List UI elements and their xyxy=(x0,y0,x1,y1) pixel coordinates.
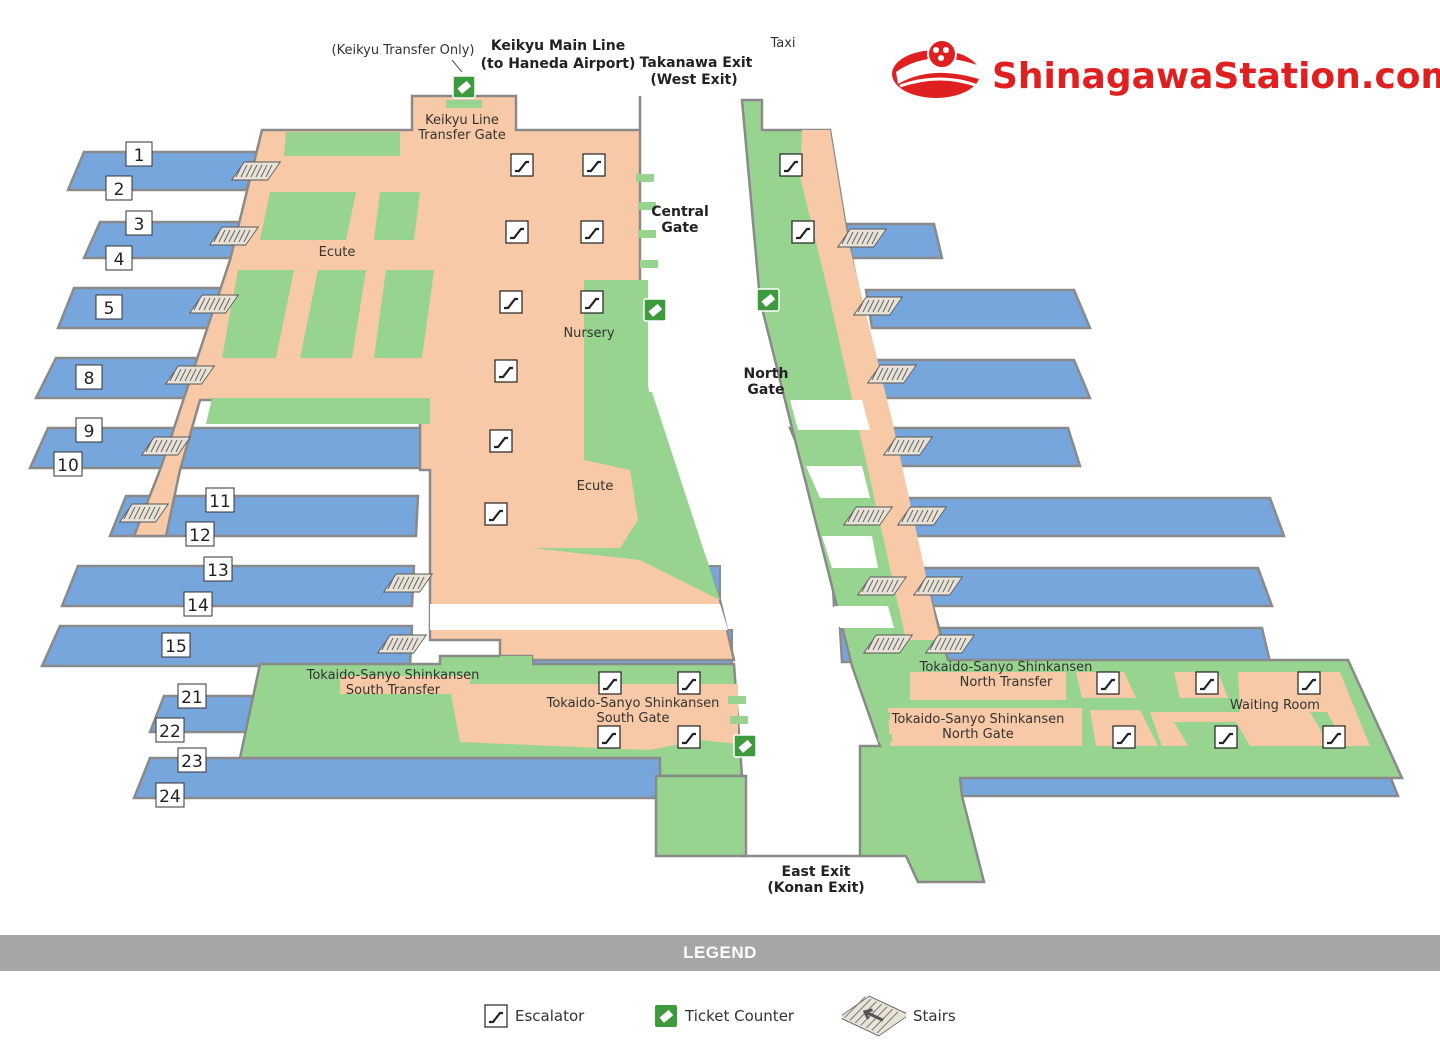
svg-text:1: 1 xyxy=(134,146,145,166)
svg-text:11: 11 xyxy=(209,492,231,512)
platform-numbers: 1 2 3 4 5 8 9 10 11 12 13 14 15 21 22 23… xyxy=(53,141,235,808)
platform-8: 8 xyxy=(75,364,103,390)
svg-text:8: 8 xyxy=(84,369,95,389)
svg-text:5: 5 xyxy=(104,299,115,319)
legend-ticket-counter-label: Ticket Counter xyxy=(685,1007,795,1025)
platform-13: 13 xyxy=(203,556,233,582)
platform-3: 3 xyxy=(125,210,153,236)
ticket-counter-icon xyxy=(655,1005,677,1027)
north-concourse xyxy=(740,98,1404,884)
station-map: 1 2 3 4 5 8 9 10 11 12 13 14 15 21 22 23… xyxy=(28,36,1440,896)
central-gate-label: Central xyxy=(651,204,709,220)
legend-escalator-label: Escalator xyxy=(515,1007,585,1025)
svg-text:10: 10 xyxy=(57,456,79,476)
platform-10: 10 xyxy=(53,451,83,477)
platform-14: 14 xyxy=(183,591,213,617)
svg-text:South Transfer: South Transfer xyxy=(346,683,441,698)
svg-text:24: 24 xyxy=(159,787,181,807)
keikyu-transfer-only-label: (Keikyu Transfer Only) xyxy=(332,43,475,58)
platform-24: 24 xyxy=(155,782,185,808)
svg-text:14: 14 xyxy=(187,596,209,616)
platform-12: 12 xyxy=(185,521,215,547)
svg-text:(to Haneda Airport): (to Haneda Airport) xyxy=(481,56,636,72)
svg-text:3: 3 xyxy=(134,215,145,235)
svg-text:(Konan Exit): (Konan Exit) xyxy=(767,880,864,896)
platform-23: 23 xyxy=(177,747,207,773)
platform-1: 1 xyxy=(125,141,153,167)
svg-text:Transfer Gate: Transfer Gate xyxy=(417,128,506,143)
platform-9: 9 xyxy=(75,417,103,443)
shinkansen-north-gate-label: Tokaido-Sanyo Shinkansen xyxy=(891,712,1065,727)
legend-ticket-counter: Ticket Counter xyxy=(654,1004,794,1028)
platform-5: 5 xyxy=(95,294,123,320)
platform-11: 11 xyxy=(205,487,235,513)
east-exit-label: East Exit xyxy=(782,864,851,880)
waiting-room-label: Waiting Room xyxy=(1230,698,1320,713)
legend-stairs: Stairs xyxy=(842,988,956,1044)
stairs-icon xyxy=(842,995,906,1037)
svg-text:22: 22 xyxy=(159,722,181,742)
svg-text:2: 2 xyxy=(114,180,125,200)
svg-text:North Transfer: North Transfer xyxy=(960,675,1053,690)
svg-text:Gate: Gate xyxy=(747,382,784,398)
escalator-icon xyxy=(484,1004,508,1028)
shinkansen-south-transfer-label: Tokaido-Sanyo Shinkansen xyxy=(306,668,480,683)
svg-text:South Gate: South Gate xyxy=(596,711,669,726)
platform-21: 21 xyxy=(177,683,207,709)
brand-name: ShinagawaStation.com xyxy=(992,56,1440,97)
south-shinkansen-area xyxy=(238,654,748,858)
platforms-right xyxy=(788,222,1400,798)
keikyu-main-line-label: Keikyu Main Line xyxy=(491,38,625,54)
svg-text:Gate: Gate xyxy=(661,220,698,236)
takanawa-exit-label: Takanawa Exit xyxy=(640,55,753,71)
nursery-label: Nursery xyxy=(563,326,614,341)
ecute-south-label: Ecute xyxy=(577,479,614,494)
platform-15: 15 xyxy=(161,632,191,658)
svg-text:23: 23 xyxy=(181,752,203,772)
svg-text:21: 21 xyxy=(181,688,203,708)
svg-text:4: 4 xyxy=(114,250,125,270)
keikyu-gate-label: Keikyu Line xyxy=(425,113,499,128)
platform-2: 2 xyxy=(105,175,133,201)
shinkansen-north-transfer-label: Tokaido-Sanyo Shinkansen xyxy=(919,660,1093,675)
taxi-label: Taxi xyxy=(769,36,795,51)
brand-logo: ShinagawaStation.com xyxy=(892,39,1440,98)
svg-text:North Gate: North Gate xyxy=(942,727,1014,742)
map-labels: (Keikyu Transfer Only) Keikyu Main Line … xyxy=(306,36,1320,896)
svg-text:12: 12 xyxy=(189,526,211,546)
legend-stairs-label: Stairs xyxy=(913,1007,956,1025)
legend-escalator: Escalator xyxy=(484,1004,584,1028)
shops-central xyxy=(206,100,720,600)
svg-text:9: 9 xyxy=(84,422,95,442)
legend-title: LEGEND xyxy=(0,935,1440,971)
svg-text:13: 13 xyxy=(207,561,229,581)
platform-22: 22 xyxy=(155,717,185,743)
north-gate-label: North xyxy=(744,366,789,382)
svg-text:(West Exit): (West Exit) xyxy=(650,72,737,88)
ecute-north-label: Ecute xyxy=(319,245,356,260)
svg-text:15: 15 xyxy=(165,637,187,657)
shinkansen-south-gate-label: Tokaido-Sanyo Shinkansen xyxy=(546,696,720,711)
central-passage xyxy=(638,96,860,858)
platform-4: 4 xyxy=(105,245,133,271)
